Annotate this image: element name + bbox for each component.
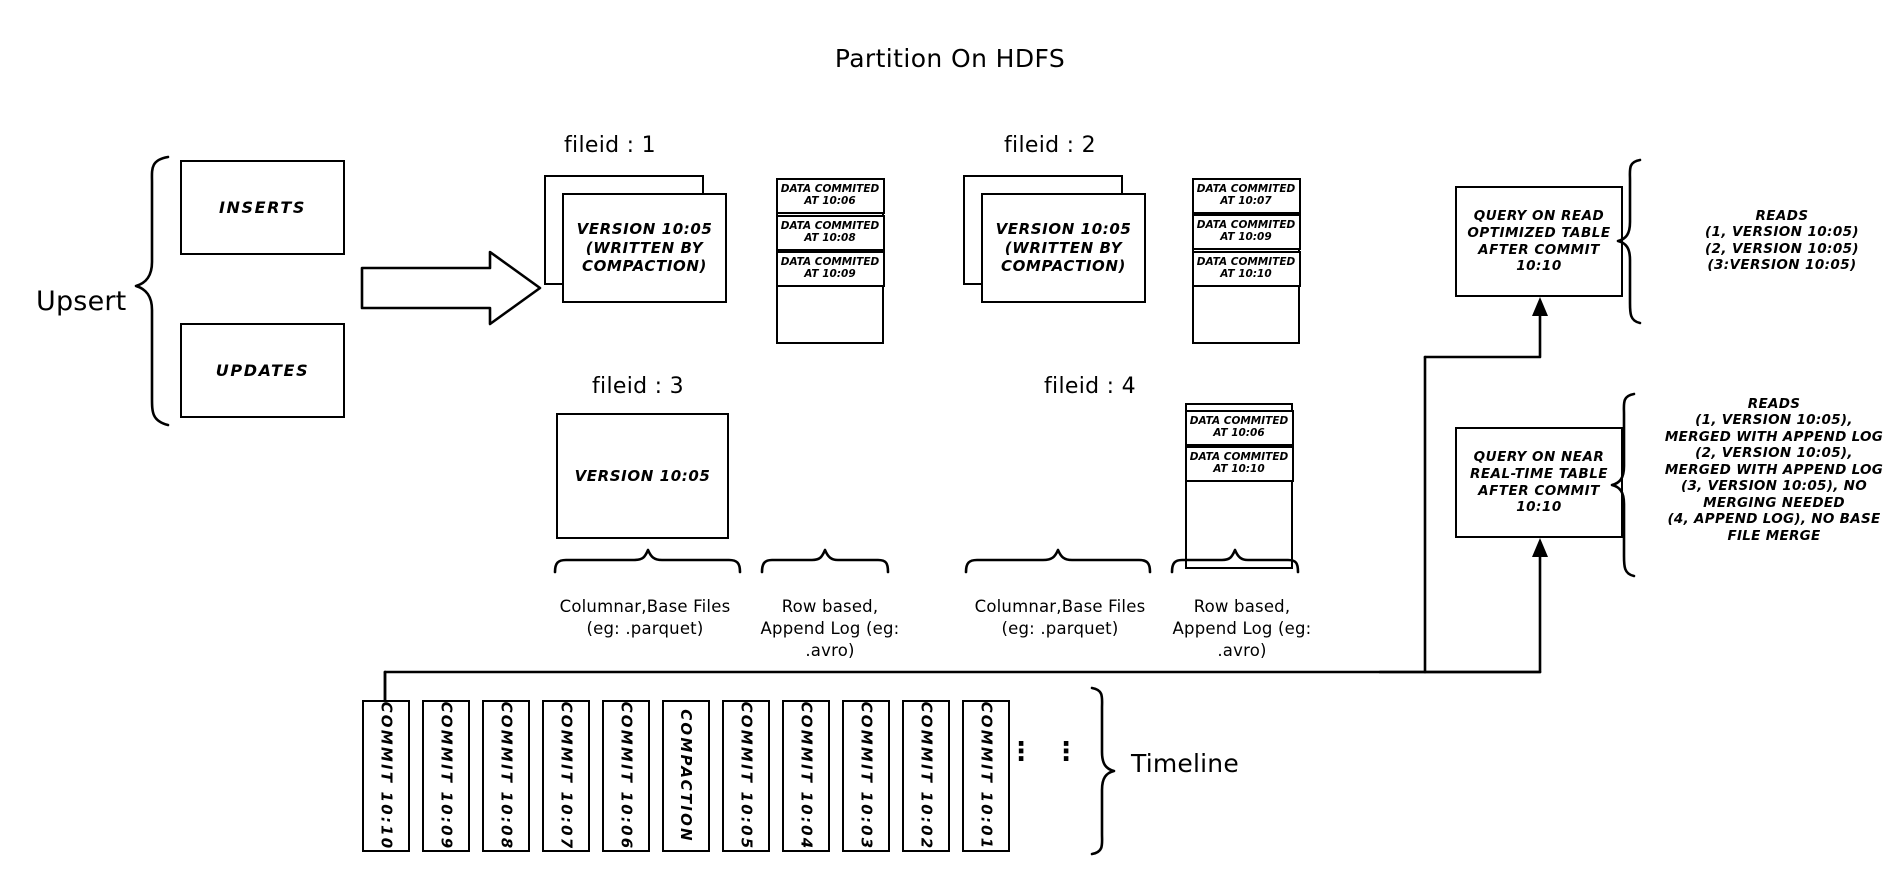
- query-near-real-time-box[interactable]: QUERY ON NEAR REAL-TIME TABLE AFTER COMM…: [1455, 427, 1623, 538]
- log-entry: DATA COMMITED AT 10:06: [775, 177, 885, 214]
- query-read-optimized-box[interactable]: QUERY ON READ OPTIMIZED TABLE AFTER COMM…: [1455, 186, 1623, 297]
- updates-label: UPDATES: [215, 360, 310, 380]
- brace-timeline: [1090, 686, 1116, 856]
- timeline-card[interactable]: COMMIT 10:02: [902, 700, 950, 852]
- brace-rowlog-left: [760, 548, 890, 574]
- timeline-card-label: COMMIT 10:09: [437, 701, 456, 851]
- connector-elbow-near-real-time: [1423, 549, 1542, 674]
- timeline-card-label: COMMIT 10:08: [497, 701, 516, 851]
- fileid-1-log-file[interactable]: DATA COMMITED AT 10:06 DATA COMMITED AT …: [775, 177, 885, 344]
- timeline-card-label: COMMIT 10:07: [557, 701, 576, 851]
- brace-columnar-right: [964, 548, 1152, 574]
- page-title: Partition On HDFS: [834, 44, 1066, 73]
- reads-read-optimized: READS (1, VERSION 10:05) (2, VERSION 10:…: [1704, 208, 1860, 274]
- fileid-2-label: fileid : 2: [1004, 133, 1096, 158]
- reads-near-real-time: READS (1, VERSION 10:05), MERGED WITH AP…: [1664, 396, 1884, 544]
- log-entry: DATA COMMITED AT 10:09: [775, 250, 885, 287]
- timeline-card[interactable]: COMMIT 10:09: [422, 700, 470, 852]
- fileid-2-base-file-label: VERSION 10:05 (WRITTEN BY COMPACTION): [995, 219, 1132, 276]
- log-entry: DATA COMMITED AT 10:10: [1184, 446, 1294, 482]
- inserts-label: INSERTS: [218, 197, 307, 217]
- timeline-card[interactable]: COMMIT 10:04: [782, 700, 830, 852]
- arrowhead-near-real-time: [1532, 538, 1548, 557]
- timeline-ellipsis-2: ⋮: [1053, 737, 1079, 767]
- timeline-card[interactable]: COMPACTION: [662, 700, 710, 852]
- fileid-1-base-file-label: VERSION 10:05 (WRITTEN BY COMPACTION): [576, 219, 713, 276]
- fileid-3-base-file[interactable]: VERSION 10:05: [556, 413, 729, 539]
- fileid-4-label: fileid : 4: [1044, 374, 1136, 399]
- log-entry: DATA COMMITED AT 10:10: [1191, 250, 1301, 287]
- timeline-card[interactable]: COMMIT 10:03: [842, 700, 890, 852]
- updates-box[interactable]: UPDATES: [180, 323, 345, 418]
- timeline-label: Timeline: [1131, 749, 1239, 778]
- timeline-card-label: COMMIT 10:03: [857, 701, 876, 851]
- timeline-card[interactable]: COMMIT 10:08: [482, 700, 530, 852]
- commit-arrow-label: Commit 10:10: [360, 285, 491, 306]
- timeline-card[interactable]: COMMIT 10:06: [602, 700, 650, 852]
- log-entry: DATA COMMITED AT 10:09: [1191, 213, 1301, 250]
- log-entry: DATA COMMITED AT 10:06: [1184, 410, 1294, 446]
- timeline-ellipsis-1: ⋮: [1008, 737, 1034, 767]
- timeline-card-label: COMMIT 10:10: [377, 701, 396, 851]
- timeline-card-label: COMPACTION: [677, 709, 696, 843]
- fileid-2-base-file[interactable]: VERSION 10:05 (WRITTEN BY COMPACTION): [981, 193, 1146, 303]
- fileid-2-log-file[interactable]: DATA COMMITED AT 10:07 DATA COMMITED AT …: [1191, 177, 1301, 344]
- timeline-card[interactable]: COMMIT 10:10: [362, 700, 410, 852]
- fileid-4-log-file[interactable]: DATA COMMITED AT 10:06 DATA COMMITED AT …: [1184, 403, 1294, 569]
- caption-columnar-right: Columnar,Base Files (eg: .parquet): [974, 597, 1146, 638]
- timeline-card[interactable]: COMMIT 10:05: [722, 700, 770, 852]
- arrowhead-read-optimized: [1532, 297, 1548, 316]
- fileid-1-base-file[interactable]: VERSION 10:05 (WRITTEN BY COMPACTION): [562, 193, 727, 303]
- timeline-card-label: COMMIT 10:06: [617, 701, 636, 851]
- timeline-card[interactable]: COMMIT 10:01: [962, 700, 1010, 852]
- caption-columnar-left: Columnar,Base Files (eg: .parquet): [559, 597, 731, 638]
- caption-rowlog-right: Row based, Append Log (eg: .avro): [1172, 597, 1312, 660]
- fileid-1-label: fileid : 1: [564, 133, 656, 158]
- timeline-card-label: COMMIT 10:04: [797, 701, 816, 851]
- timeline-card-label: COMMIT 10:01: [977, 701, 996, 851]
- caption-rowlog-left: Row based, Append Log (eg: .avro): [760, 597, 900, 660]
- query-read-optimized-label: QUERY ON READ OPTIMIZED TABLE AFTER COMM…: [1467, 207, 1611, 275]
- connector-elbow-read-optimized: [1423, 308, 1542, 359]
- timeline-card-label: COMMIT 10:05: [737, 701, 756, 851]
- brace-columnar-left: [553, 548, 742, 574]
- inserts-box[interactable]: INSERTS: [180, 160, 345, 255]
- log-entry: DATA COMMITED AT 10:07: [1191, 177, 1301, 214]
- log-entry: DATA COMMITED AT 10:08: [775, 214, 885, 251]
- upsert-label: Upsert: [36, 286, 127, 317]
- fileid-3-base-file-label: VERSION 10:05: [574, 466, 711, 485]
- query-near-real-time-label: QUERY ON NEAR REAL-TIME TABLE AFTER COMM…: [1469, 448, 1609, 516]
- timeline-card[interactable]: COMMIT 10:07: [542, 700, 590, 852]
- fileid-3-label: fileid : 3: [592, 374, 684, 399]
- timeline-card-label: COMMIT 10:02: [917, 701, 936, 851]
